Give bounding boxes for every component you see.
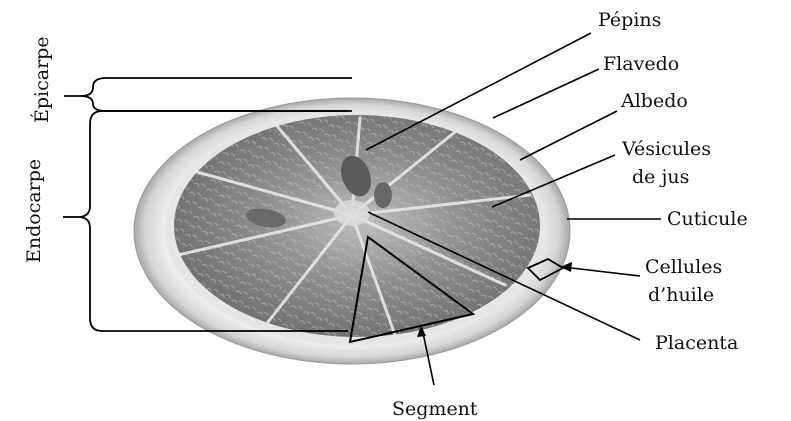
albedo-leader: [520, 111, 617, 160]
label-pepins: Pépins: [598, 9, 661, 31]
label-segment: Segment: [392, 398, 478, 420]
cellules-leader: [563, 267, 640, 276]
label-vesicules-line2: de jus: [632, 166, 689, 188]
label-epicarpe: Épicarpe: [30, 36, 53, 123]
citrus-fruit: [134, 98, 570, 364]
label-flavedo: Flavedo: [603, 53, 679, 75]
label-endocarpe: Endocarpe: [23, 159, 45, 263]
label-albedo: Albedo: [620, 90, 688, 112]
label-placenta: Placenta: [655, 332, 738, 354]
label-cellules-line2: d’huile: [648, 284, 714, 306]
label-cellules-line1: Cellules: [645, 256, 722, 278]
label-vesicules-line1: Vésicules: [621, 138, 711, 160]
label-cuticule: Cuticule: [667, 208, 748, 230]
placenta-core: [334, 200, 370, 226]
